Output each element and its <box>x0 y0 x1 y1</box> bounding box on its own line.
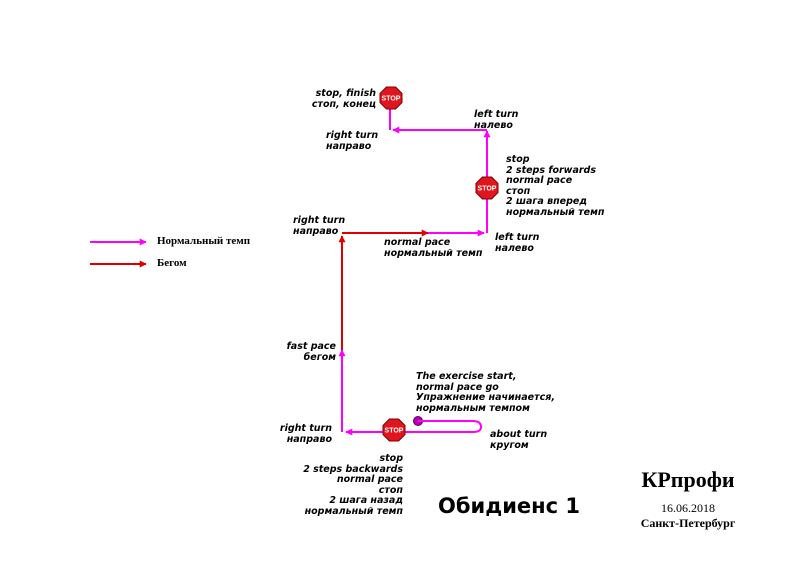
brand-city: Санкт-Петербург <box>640 516 736 530</box>
path-start-loop <box>345 420 483 436</box>
label-right-turn-bottom: right turn направо <box>279 423 332 445</box>
stop-sign-icon: STOP <box>382 418 406 442</box>
stop-sign-text: STOP <box>478 186 497 193</box>
stop-sign-icon: STOP <box>475 176 499 200</box>
page-title: Обидиенс 1 <box>438 494 581 518</box>
stop-sign-text: STOP <box>385 428 404 435</box>
brand-date: 16.06.2018 <box>661 501 715 515</box>
label-stop-backward: stop 2 steps backwards normal pace стоп … <box>303 453 403 517</box>
stop-sign-text: STOP <box>382 96 401 103</box>
label-fast-pace: fast pace бегом <box>286 341 336 363</box>
label-normal-pace: normal pace нормальный темп <box>384 237 483 259</box>
label-left-turn-mid: left turn налево <box>495 232 540 254</box>
label-stop-forward: stop 2 steps forwards normal pace стоп 2… <box>506 154 605 218</box>
label-left-turn-top: left turn налево <box>474 109 519 131</box>
legend-fast-label: Бегом <box>157 257 187 269</box>
label-right-turn-mid: right turn направо <box>293 215 346 237</box>
label-stop-finish: stop, finish стоп, конец <box>311 88 376 110</box>
label-about-turn: about turn кругом <box>490 429 548 451</box>
label-exercise-start: The exercise start, normal pace go Упраж… <box>416 371 555 414</box>
stop-sign-icon: STOP <box>379 86 403 110</box>
brand-name: КРпрофи <box>641 467 735 492</box>
legend-normal-label: Нормальный темп <box>157 235 251 247</box>
label-right-turn-top: right turn направо <box>326 130 379 152</box>
